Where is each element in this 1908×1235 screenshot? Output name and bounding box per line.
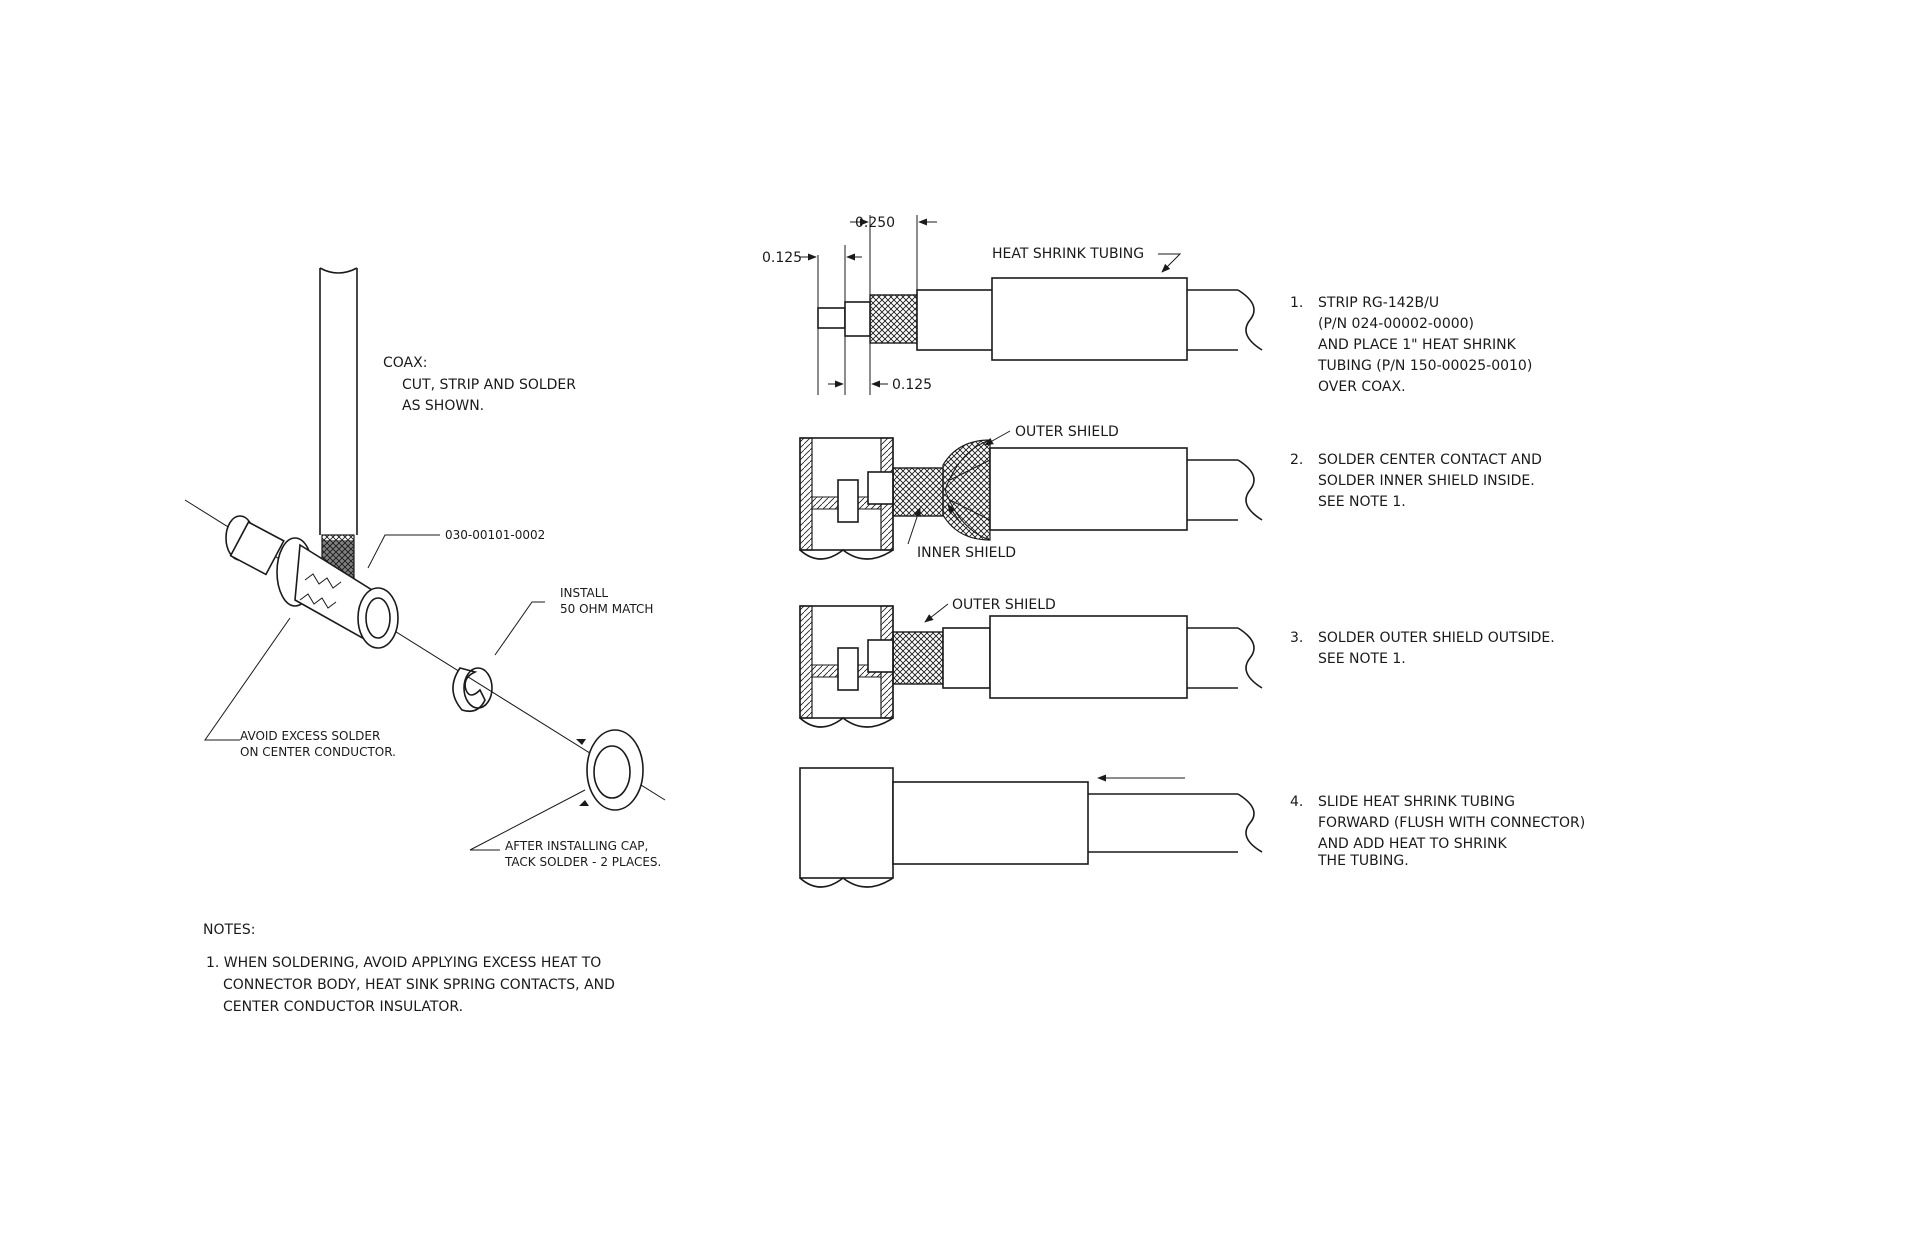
step-4-line-2: FORWARD (FLUSH WITH CONNECTOR) <box>1318 815 1585 831</box>
install-note-line-2: 50 OHM MATCH <box>560 602 653 616</box>
step-1-line-2: (P/N 024-00002-0000) <box>1318 316 1474 332</box>
install-note: INSTALL 50 OHM MATCH <box>560 586 653 616</box>
step-1-text: 1. STRIP RG-142B/U (P/N 024-00002-0000) … <box>1290 295 1532 395</box>
step-2-drawing <box>799 430 1263 560</box>
step-2-line-1: SOLDER CENTER CONTACT AND <box>1318 452 1542 468</box>
step-2-line-3: SEE NOTE 1. <box>1318 494 1406 510</box>
step-1-line-1: STRIP RG-142B/U <box>1318 295 1439 311</box>
dimension-0250: 0.250 <box>855 215 895 231</box>
exploded-view <box>184 267 666 851</box>
connector-cap <box>576 729 644 811</box>
outer-shield-label-step2: OUTER SHIELD <box>1015 424 1119 440</box>
step-4-line-3: AND ADD HEAT TO SHRINK <box>1318 836 1507 852</box>
step-1-line-5: OVER COAX. <box>1318 379 1406 395</box>
install-leader <box>494 601 545 656</box>
connector-body <box>225 515 399 649</box>
heat-shrink-label: HEAT SHRINK TUBING <box>992 246 1144 262</box>
part-number-label: 030-00101-0002 <box>445 528 545 542</box>
step-1-drawing <box>800 215 1263 395</box>
step-4-number: 4. <box>1290 794 1303 810</box>
step-1-line-3: AND PLACE 1" HEAT SHRINK <box>1318 337 1517 353</box>
step-3-line-1: SOLDER OUTER SHIELD OUTSIDE. <box>1318 630 1555 646</box>
notes-block: NOTES: 1. WHEN SOLDERING, AVOID APPLYING… <box>203 922 615 1015</box>
dimension-0125-top: 0.125 <box>762 250 802 266</box>
step-3-drawing <box>799 603 1263 728</box>
avoid-note-line-1: AVOID EXCESS SOLDER <box>240 729 380 743</box>
step-4-line-1: SLIDE HEAT SHRINK TUBING <box>1318 794 1515 810</box>
cap-leader <box>469 789 586 851</box>
dimension-0125-bottom: 0.125 <box>892 377 932 393</box>
install-note-line-1: INSTALL <box>560 586 608 600</box>
coax-note: COAX: CUT, STRIP AND SOLDER AS SHOWN. <box>383 355 576 414</box>
inner-shield-label: INNER SHIELD <box>917 545 1016 561</box>
notes-heading: NOTES: <box>203 922 256 938</box>
part-number-leader <box>367 534 440 569</box>
avoid-solder-note: AVOID EXCESS SOLDER ON CENTER CONDUCTOR. <box>240 729 396 759</box>
cap-note-line-2: TACK SOLDER - 2 PLACES. <box>504 855 661 869</box>
step-1-line-4: TUBING (P/N 150-00025-0010) <box>1317 358 1532 374</box>
step-2-text: 2. SOLDER CENTER CONTACT AND SOLDER INNE… <box>1290 452 1542 510</box>
coax-note-line-2: CUT, STRIP AND SOLDER <box>402 377 576 393</box>
avoid-note-line-2: ON CENTER CONDUCTOR. <box>240 745 396 759</box>
avoid-solder-leader <box>204 617 291 741</box>
coax-note-line-1: COAX: <box>383 355 427 371</box>
step-2-line-2: SOLDER INNER SHIELD INSIDE. <box>1318 473 1535 489</box>
coax-cable <box>319 267 358 584</box>
step-4-line-4: THE TUBING. <box>1317 853 1409 869</box>
match-ring <box>452 667 493 713</box>
cap-note-line-1: AFTER INSTALLING CAP, <box>505 839 648 853</box>
step-4-drawing <box>799 767 1263 888</box>
coax-note-line-3: AS SHOWN. <box>402 398 484 414</box>
note-line-3: CENTER CONDUCTOR INSULATOR. <box>223 999 463 1015</box>
note-line-2: CONNECTOR BODY, HEAT SINK SPRING CONTACT… <box>223 977 615 993</box>
step-3-line-2: SEE NOTE 1. <box>1318 651 1406 667</box>
step-3-text: 3. SOLDER OUTER SHIELD OUTSIDE. SEE NOTE… <box>1290 630 1555 667</box>
step-3-number: 3. <box>1290 630 1303 646</box>
outer-shield-label-step3: OUTER SHIELD <box>952 597 1056 613</box>
cap-note: AFTER INSTALLING CAP, TACK SOLDER - 2 PL… <box>504 839 661 869</box>
step-1-number: 1. <box>1290 295 1303 311</box>
note-line-1: 1. WHEN SOLDERING, AVOID APPLYING EXCESS… <box>206 955 601 971</box>
step-4-text: 4. SLIDE HEAT SHRINK TUBING FORWARD (FLU… <box>1290 794 1585 869</box>
step-2-number: 2. <box>1290 452 1303 468</box>
